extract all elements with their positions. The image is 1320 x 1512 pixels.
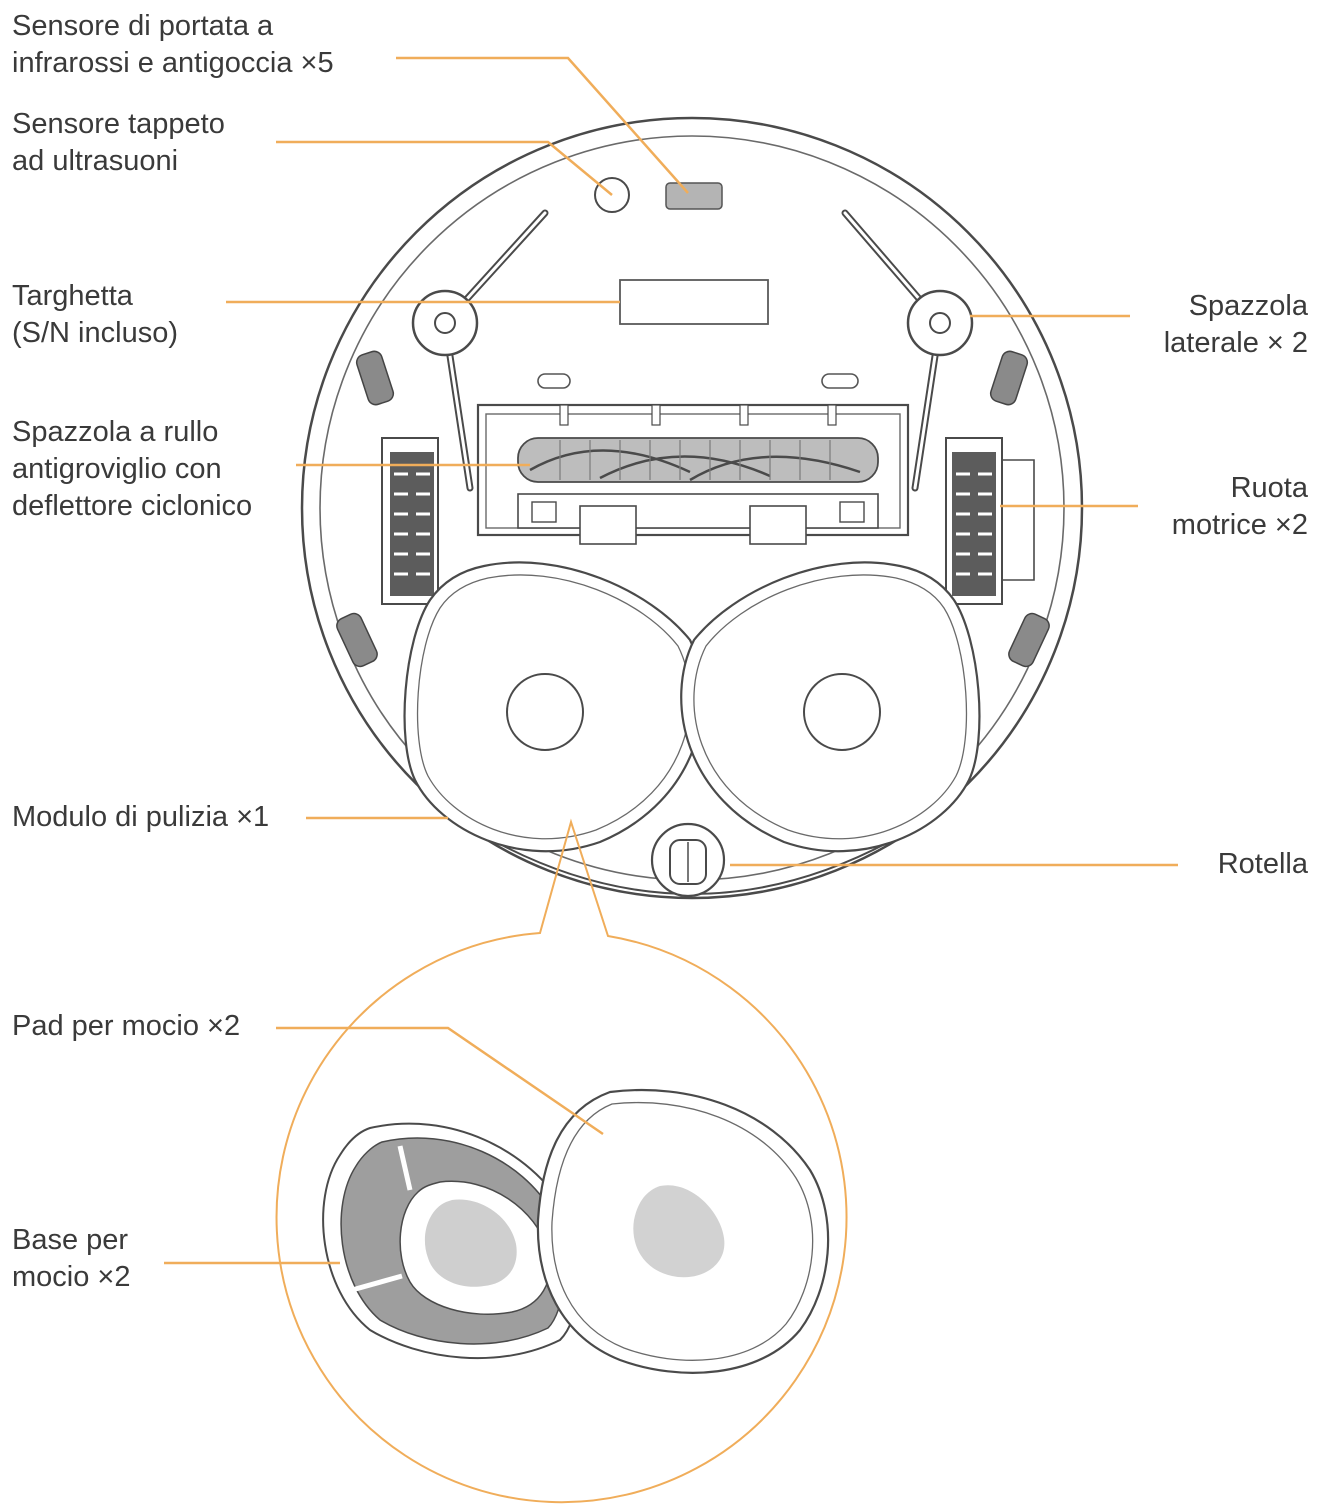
bumper-pad-left-lower: [336, 612, 378, 668]
drive-wheel-left-icon: [381, 437, 439, 605]
side-brush-left-icon: [411, 209, 549, 492]
robot-body: [300, 116, 1084, 900]
label-roller-brush: Spazzola a rullo antigroviglio con defle…: [12, 414, 252, 525]
slot-right: [821, 373, 859, 389]
mop-base-icon: [322, 1122, 581, 1360]
nameplate-icon: [619, 279, 769, 325]
leader-carpet-sensor: [276, 140, 613, 196]
slot-left: [537, 373, 571, 389]
label-cleaning-module-line1: Modulo di pulizia ×1: [12, 801, 270, 833]
label-drive-wheel-line2: motrice ×2: [1171, 509, 1308, 541]
label-side-brush-line2: laterale × 2: [1163, 327, 1308, 359]
side-brush-right-icon: [841, 209, 974, 492]
label-ir-sensor-line2: infrarossi e antigoccia ×5: [12, 47, 334, 79]
label-mop-base-line2: mocio ×2: [12, 1261, 131, 1293]
bumper-pad-right-upper: [989, 350, 1029, 406]
label-nameplate-line1: Targhetta: [12, 280, 133, 312]
drive-wheel-right-icon: [945, 437, 1035, 605]
leader-lines: [164, 56, 1178, 1265]
label-side-brush: Spazzola laterale × 2: [1164, 288, 1308, 362]
mop-pad-icon: [536, 1088, 830, 1374]
label-ir-sensor: Sensore di portata a infrarossi e antigo…: [12, 8, 334, 82]
ir-sensor-icon: [665, 182, 723, 210]
label-carpet-sensor-line1: Sensore tappeto: [12, 108, 225, 140]
label-carpet-sensor: Sensore tappeto ad ultrasuoni: [12, 106, 225, 180]
zoom-callout-outline: [275, 818, 848, 1504]
label-ir-sensor-line1: Sensore di portata a: [12, 10, 274, 42]
label-side-brush-line1: Spazzola: [1188, 290, 1308, 322]
cleaning-module-icon: [403, 561, 981, 853]
label-drive-wheel: Ruota motrice ×2: [1172, 470, 1308, 544]
leader-ir-sensor: [396, 56, 689, 194]
label-mop-base: Base per mocio ×2: [12, 1222, 130, 1296]
robot-outer-shell: [300, 116, 1084, 900]
label-carpet-sensor-line2: ad ultrasuoni: [12, 145, 179, 177]
label-nameplate-line2: (S/N incluso): [12, 317, 178, 349]
label-nameplate: Targhetta (S/N incluso): [12, 278, 178, 352]
label-drive-wheel-line1: Ruota: [1230, 472, 1308, 504]
bumper-pad-right-lower: [1008, 612, 1050, 668]
label-caster: Rotella: [1218, 846, 1308, 883]
label-caster-line1: Rotella: [1217, 848, 1308, 880]
roller-brush-housing-icon: [476, 403, 910, 545]
label-roller-brush-line1: Spazzola a rullo: [12, 416, 219, 448]
leader-mop-pad: [276, 1026, 604, 1136]
label-cleaning-module: Modulo di pulizia ×1: [12, 799, 269, 836]
label-roller-brush-line2: antigroviglio con: [12, 453, 222, 485]
caster-wheel-icon: [650, 822, 726, 898]
label-mop-pad: Pad per mocio ×2: [12, 1008, 240, 1045]
bumper-pad-left-upper: [355, 350, 395, 406]
label-roller-brush-line3: deflettore ciclonico: [12, 490, 253, 522]
label-mop-pad-line1: Pad per mocio ×2: [12, 1010, 241, 1042]
label-mop-base-line1: Base per: [12, 1224, 129, 1256]
